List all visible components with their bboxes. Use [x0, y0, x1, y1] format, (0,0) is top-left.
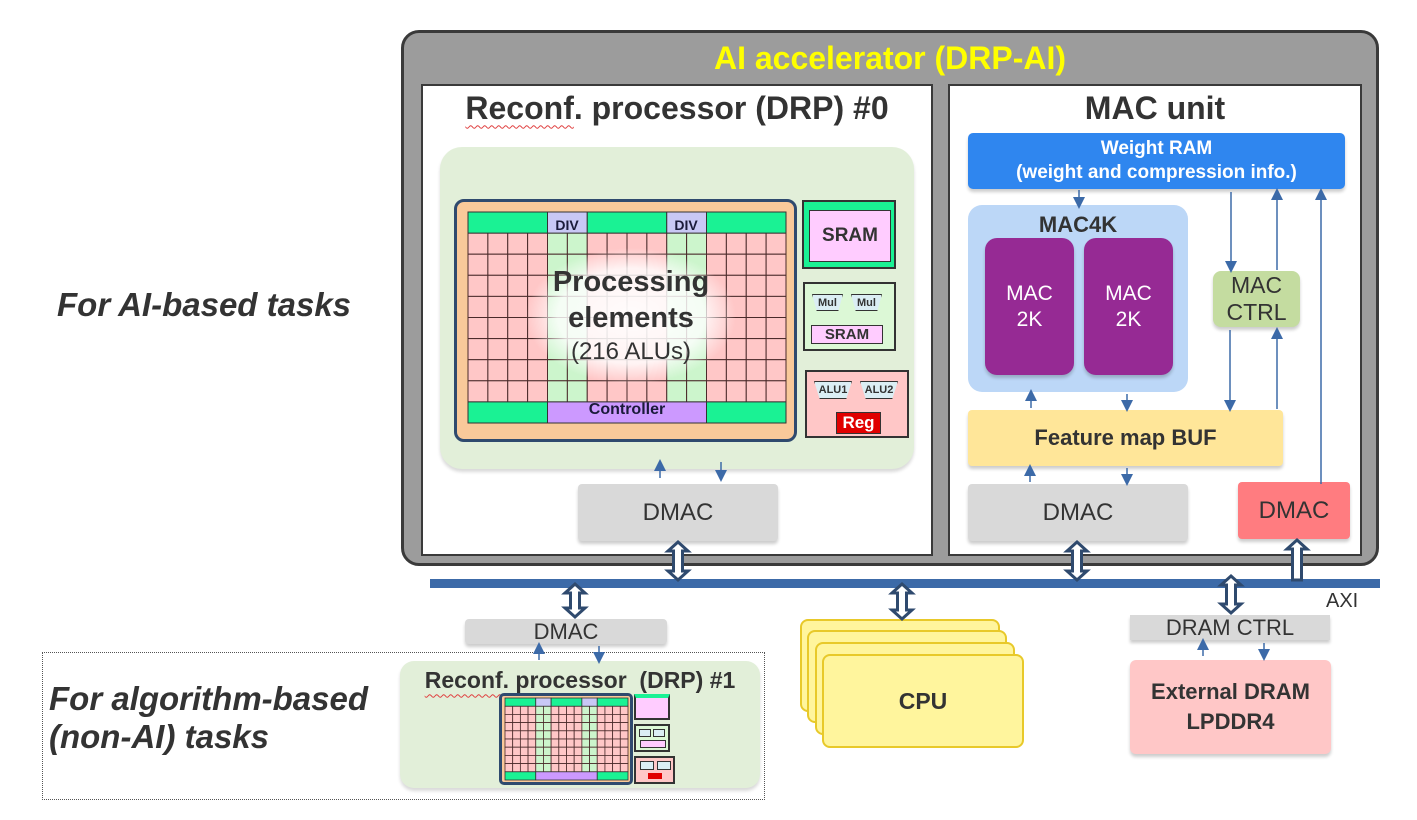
controller-label: Controller — [588, 401, 666, 418]
drp1-mul-icon — [634, 724, 670, 752]
mac2k-b: MAC 2K — [1084, 238, 1173, 375]
sram-label: SRAM — [809, 210, 891, 262]
bus-arrows — [561, 537, 1311, 622]
non-ai-region-border — [42, 652, 765, 800]
drp0-title-word: Reconf — [465, 89, 574, 126]
weight-ram: Weight RAM (weight and compression info.… — [968, 133, 1345, 189]
drp0-title-rest: . processor (DRP) #0 — [573, 89, 889, 126]
drp1-title-word: Reconf — [424, 666, 503, 693]
mac2k-a-line1: MAC — [1006, 281, 1053, 305]
ai-accelerator-title: AI accelerator (DRP-AI) — [713, 39, 1067, 76]
arrow-dmacred-axi — [1283, 537, 1311, 582]
axi-label: AXI — [1326, 590, 1359, 612]
external-dram-line1: External DRAM — [1151, 679, 1310, 704]
div-label-1: DIV — [555, 217, 579, 233]
mac-unit-title: MAC unit — [1084, 89, 1226, 126]
cpu-block: CPU — [822, 654, 1024, 748]
sram2-label: SRAM — [811, 325, 883, 344]
external-dram-line2: LPDDR4 — [1186, 709, 1275, 734]
axi-bus — [430, 579, 1380, 588]
external-dram: External DRAM LPDDR4 — [1130, 660, 1331, 754]
pe-top-bar — [596, 697, 629, 707]
drp1-title: Reconf. processor (DRP) #1 — [400, 666, 760, 694]
mac-dmac: DMAC — [968, 484, 1188, 541]
pe-bottom-bar — [596, 771, 629, 781]
pe-label-glow — [526, 248, 736, 384]
drp1-sram-icon — [634, 694, 670, 720]
drp1-alu-icon — [634, 756, 675, 784]
mac2k-a: MAC 2K — [985, 238, 1074, 375]
drp0-title: Reconf. processor (DRP) #0 — [421, 88, 933, 128]
pe-label: Processing elements (216 ALUs) — [531, 262, 731, 370]
arrow-axi-cpu — [888, 581, 916, 622]
arrow-axi-drp1 — [561, 581, 589, 620]
dram-ctrl: DRAM CTRL — [1130, 615, 1330, 640]
drp1-dmac: DMAC — [465, 619, 667, 644]
ai-tasks-label: For AI-based tasks — [57, 286, 352, 323]
drp1-title-rest: . processor (DRP) #1 — [502, 666, 736, 693]
pe-label-line1: Processing — [552, 266, 710, 298]
drp0-dmac: DMAC — [578, 484, 778, 541]
pe-label-line3: (216 ALUs) — [570, 338, 692, 365]
arrow-axi-dram — [1217, 573, 1245, 616]
reg-unit: Reg — [836, 412, 881, 434]
mac2k-b-line1: MAC — [1105, 281, 1152, 305]
mul-unit-1: Mul — [812, 294, 843, 311]
arrow-mac-axi — [1063, 539, 1091, 583]
non-ai-tasks-line2: (non-AI) tasks — [49, 718, 270, 755]
feature-map-buffer: Feature map BUF — [968, 410, 1283, 466]
alu1-unit: ALU1 — [814, 381, 852, 399]
mac-ctrl-line2: CTRL — [1226, 299, 1287, 325]
pe-bottom-bar — [706, 401, 787, 424]
non-ai-tasks-line1: For algorithm-based — [49, 680, 369, 717]
arrow-drp0-axi — [664, 539, 692, 583]
pe-label-line2: elements — [568, 302, 694, 334]
weight-ram-line2: (weight and compression info.) — [1016, 162, 1297, 183]
mac-ctrl: MAC CTRL — [1213, 271, 1300, 327]
div-label-2: DIV — [674, 217, 698, 233]
alu2-unit: ALU2 — [860, 381, 898, 399]
mac4k-label: MAC4K — [1038, 212, 1118, 237]
mac-dmac-red: DMAC — [1238, 482, 1350, 539]
drp1-pe-grid — [504, 697, 629, 781]
mac2k-a-line2: 2K — [1016, 307, 1043, 331]
weight-ram-line1: Weight RAM — [1100, 138, 1213, 159]
mac-ctrl-line1: MAC — [1230, 272, 1283, 298]
mac2k-b-line2: 2K — [1115, 307, 1142, 331]
pe-top-bar — [706, 211, 787, 234]
non-ai-tasks-label: For algorithm-based (non-AI) tasks — [49, 680, 368, 756]
